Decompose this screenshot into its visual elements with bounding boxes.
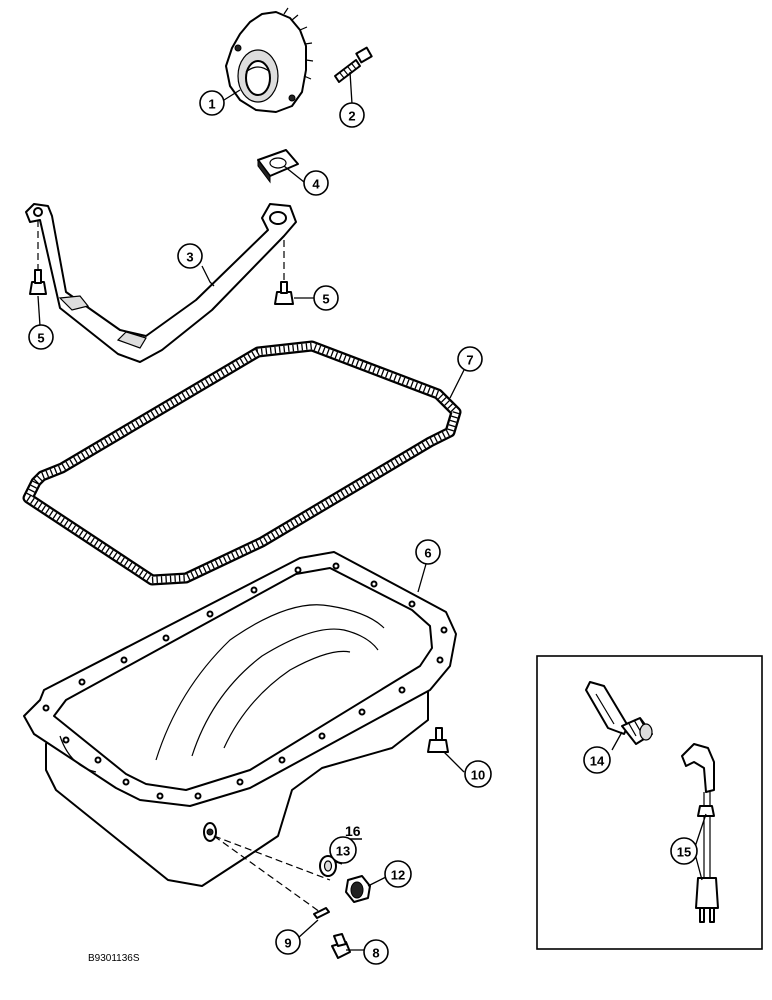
heater-element-icon [585,681,653,745]
svg-text:5: 5 [37,331,44,346]
callout-2: 2 [339,102,365,128]
plug-icon [345,875,371,903]
svg-text:9: 9 [284,936,291,951]
svg-text:13: 13 [336,844,350,859]
sealing-washer-icon [319,855,337,877]
svg-text:14: 14 [590,754,605,769]
svg-text:7: 7 [466,353,473,368]
callout-7: 7 [457,346,483,372]
support-bracket-icon [25,203,297,363]
figure-code: B9301136S [88,953,140,964]
oil-pump-icon [225,7,314,113]
callout-5-right: 5 [313,285,339,311]
svg-text:12: 12 [391,868,405,883]
callout-8: 8 [363,939,389,965]
svg-text:1: 1 [208,97,215,112]
bolt-icon [334,46,373,83]
callout-13: 13 [329,836,357,864]
oil-pan-icon [23,551,457,887]
leader-lines [37,71,707,951]
svg-text:8: 8 [372,946,379,961]
pan-gasket-icon [22,340,462,586]
callout-3: 3 [177,243,203,269]
callout-14: 14 [583,746,611,774]
callout-4: 4 [303,170,329,196]
callout-5-left: 5 [28,324,54,350]
svg-text:4: 4 [312,177,320,192]
plug-icon [331,933,351,959]
svg-text:2: 2 [348,109,355,124]
callout-9: 9 [275,929,301,955]
heater-cord-icon [681,743,719,923]
callout-6: 6 [415,539,441,565]
svg-text:10: 10 [471,768,485,783]
label-16: 16 [344,823,362,840]
inset-frame [536,655,763,950]
svg-text:15: 15 [677,845,691,860]
callout-10: 10 [464,760,492,788]
callout-1: 1 [199,90,225,116]
svg-text:3: 3 [186,250,193,265]
svg-text:6: 6 [424,546,431,561]
drain-plug-icon [427,727,449,753]
callout-12: 12 [384,860,412,888]
dowel-pin-icon [313,907,330,919]
pan-bolt-holes [42,562,448,800]
spacer-icon [257,149,299,184]
bolt-icon [29,220,294,305]
svg-text:5: 5 [322,292,329,307]
callout-15: 15 [670,837,698,865]
svg-text:16: 16 [345,823,361,839]
